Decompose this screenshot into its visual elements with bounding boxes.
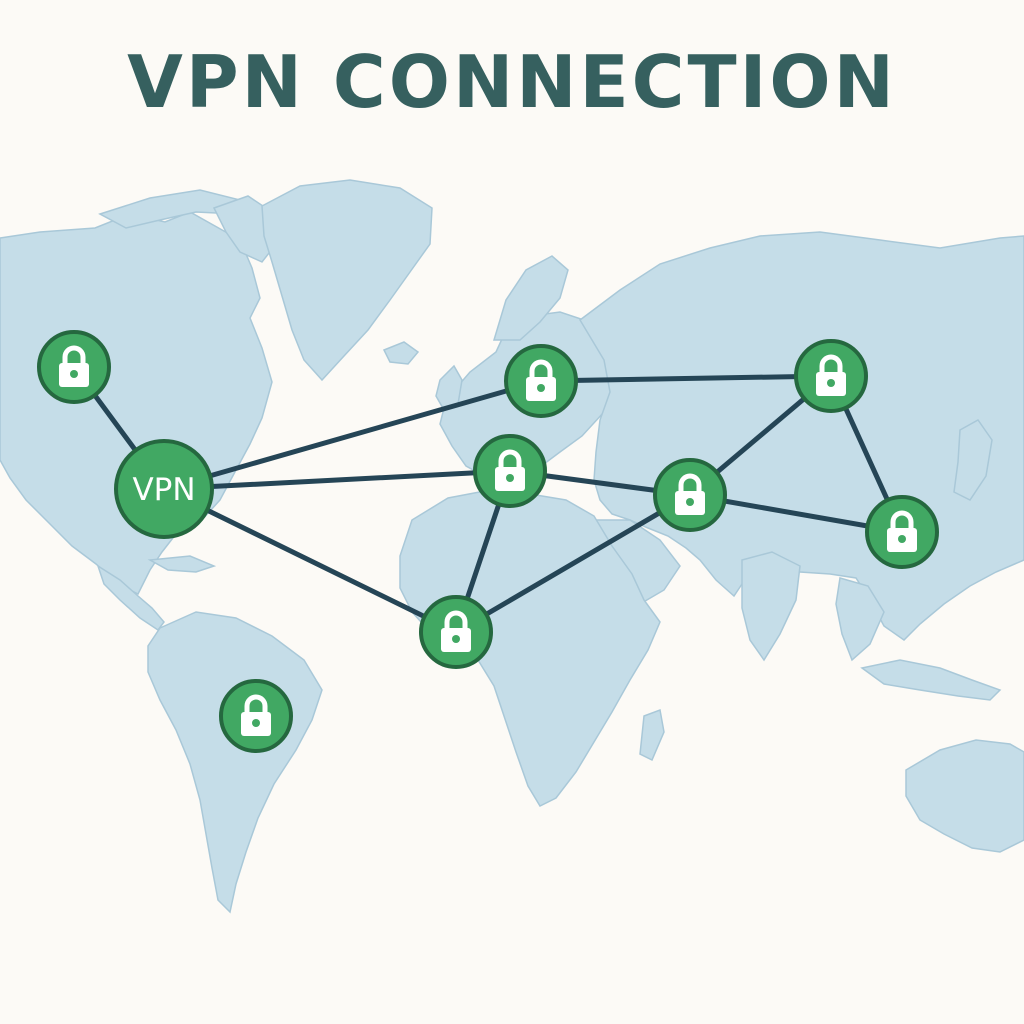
node-circle	[114, 439, 214, 539]
landmass-australia	[905, 739, 1024, 853]
server-node-south-europe	[473, 434, 547, 508]
lock-icon	[241, 694, 271, 736]
link-hub-to-north-europe	[161, 378, 544, 492]
lock-icon	[441, 610, 471, 652]
vpn-hub-label: VPN	[132, 472, 195, 508]
landmass-greenland	[261, 179, 433, 382]
server-node-south-america	[219, 679, 293, 753]
connection-nodes: VPN	[37, 330, 939, 753]
lock-icon	[887, 510, 917, 552]
lock-icon	[495, 449, 525, 491]
server-node-west-africa	[419, 595, 493, 669]
landmass-caribbean	[147, 555, 217, 573]
lock-icon	[526, 359, 556, 401]
lock-icon	[816, 354, 846, 396]
server-node-north-america	[37, 330, 111, 404]
landmass-madagascar	[639, 708, 665, 762]
landmass-japan	[953, 419, 993, 501]
page-title: VPN CONNECTION	[127, 40, 897, 124]
lock-icon	[59, 345, 89, 387]
server-node-north-europe	[504, 344, 578, 418]
landmass-central-america	[96, 564, 165, 632]
link-hub-to-south-europe	[161, 468, 513, 492]
landmass-scandinavia	[492, 255, 569, 341]
link-west-africa-to-middle-east	[453, 492, 693, 635]
landmass-india	[741, 551, 801, 662]
landmass-southeast-asia	[835, 577, 885, 662]
server-node-east-asia	[865, 495, 939, 569]
vpn-hub-node: VPN	[114, 439, 214, 539]
link-north-europe-to-siberia	[538, 373, 834, 384]
landmass-iceland	[382, 341, 420, 365]
server-node-siberia	[794, 339, 868, 413]
lock-icon	[675, 473, 705, 515]
server-node-middle-east	[653, 458, 727, 532]
link-hub-to-west-africa	[161, 486, 459, 635]
landmass-indonesia	[860, 659, 1002, 701]
